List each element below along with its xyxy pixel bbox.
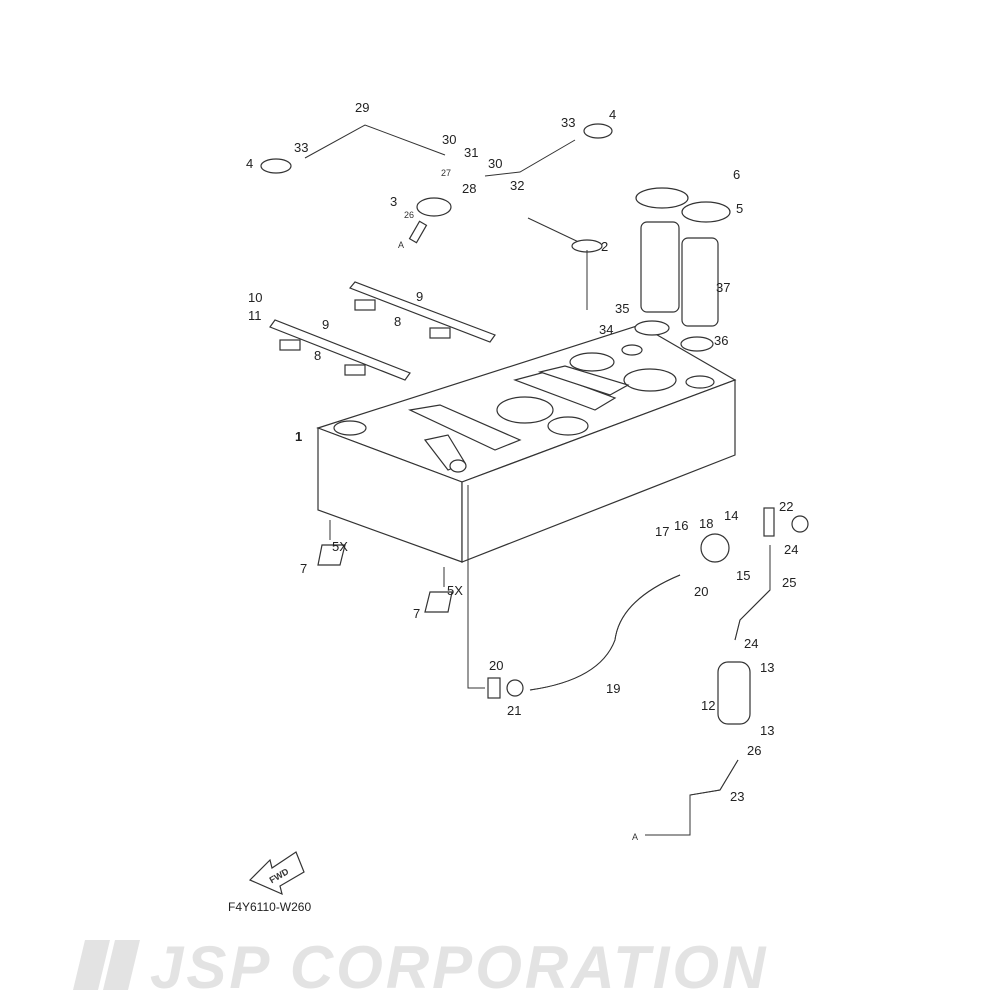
callout: 35 <box>615 301 629 316</box>
callout: 19 <box>606 681 620 696</box>
callout: 5X <box>447 583 463 598</box>
callout: 28 <box>462 181 476 196</box>
callout: 7 <box>413 606 420 621</box>
callout: 3 <box>390 194 397 209</box>
callout: 8 <box>394 314 401 329</box>
callout: 25 <box>782 575 796 590</box>
callout: 10 <box>248 290 262 305</box>
callout: 37 <box>716 280 730 295</box>
callout: 15 <box>736 568 750 583</box>
callout: 32 <box>510 178 524 193</box>
callout: 23 <box>730 789 744 804</box>
callout: 24 <box>784 542 798 557</box>
callout: 20 <box>694 584 708 599</box>
callout: 13 <box>760 660 774 675</box>
watermark-text: JSP CORPORATION <box>150 934 768 1000</box>
callout: 20 <box>489 658 503 673</box>
callout-labels: 29 33 4 30 31 30 27 28 32 3 26 A 33 4 6 … <box>246 100 798 842</box>
callout: 12 <box>701 698 715 713</box>
callout: 17 <box>655 524 669 539</box>
callout: 30 <box>442 132 456 147</box>
callout: 5X <box>332 539 348 554</box>
callout: 16 <box>674 518 688 533</box>
callout: 6 <box>733 167 740 182</box>
vent-hoses <box>260 123 613 310</box>
callout: 26 <box>404 210 414 220</box>
fuel-tank <box>316 324 737 563</box>
tank-straps <box>269 281 496 381</box>
callout: 18 <box>699 516 713 531</box>
filler-assembly <box>317 485 809 836</box>
callout: 5 <box>736 201 743 216</box>
callout: 7 <box>300 561 307 576</box>
callout: 8 <box>314 348 321 363</box>
callout: 2 <box>601 239 608 254</box>
callout: 4 <box>246 156 253 171</box>
callout: 21 <box>507 703 521 718</box>
callout: 33 <box>561 115 575 130</box>
callout: 4 <box>609 107 616 122</box>
callout: 9 <box>322 317 329 332</box>
callout: 1 <box>295 429 302 444</box>
callout: 14 <box>724 508 738 523</box>
callout: 27 <box>441 168 451 178</box>
callout: 30 <box>488 156 502 171</box>
callout: 31 <box>464 145 478 160</box>
callout: 36 <box>714 333 728 348</box>
callout: 34 <box>599 322 613 337</box>
callout: 9 <box>416 289 423 304</box>
diagram-code: F4Y6110-W260 <box>228 900 311 914</box>
watermark: JSP CORPORATION <box>73 934 768 1000</box>
callout: 24 <box>744 636 758 651</box>
fuel-senders <box>634 187 731 352</box>
callout: A <box>632 832 638 842</box>
callout: 22 <box>779 499 793 514</box>
callout: 29 <box>355 100 369 115</box>
callout: A <box>398 240 404 250</box>
callout: 13 <box>760 723 774 738</box>
callout: 11 <box>248 308 262 323</box>
callout: 26 <box>747 743 761 758</box>
callout: 33 <box>294 140 308 155</box>
fwd-arrow-icon: FWD <box>248 851 305 896</box>
